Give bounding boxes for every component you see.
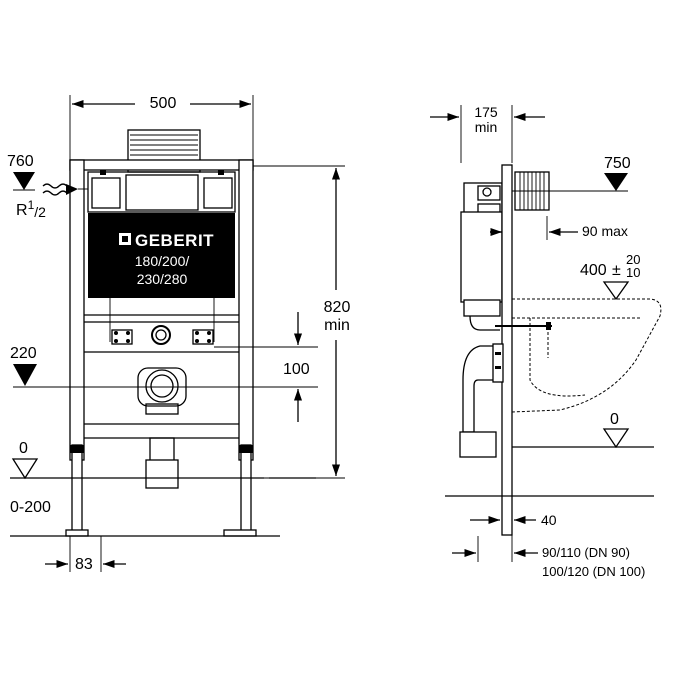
tolerance-minus: 10 <box>626 265 640 280</box>
right-leg <box>240 444 252 532</box>
width-label: 500 <box>150 95 177 112</box>
right-bracket <box>192 329 214 345</box>
brand-logo-text: GEBERIT <box>135 231 214 250</box>
front-view: 500 GEBERIT 180/200/ 23 <box>7 95 350 573</box>
inlet-height-label: 760 <box>7 153 34 170</box>
toilet-bowl-outline <box>511 298 662 413</box>
inlet-coil <box>514 171 550 211</box>
floor-level-label: 0 <box>19 440 28 457</box>
height-min-label: min <box>324 317 350 334</box>
frame-depth-label: 40 <box>541 512 557 528</box>
depth-label: 175 <box>474 104 498 120</box>
left-leg <box>71 444 83 532</box>
frame-top-bar <box>69 159 254 171</box>
frame-right-post <box>238 159 254 461</box>
cistern-side <box>460 182 503 331</box>
cistern-sizes-line-2: 230/280 <box>137 271 188 287</box>
outlet-height-label: 220 <box>10 345 37 362</box>
bowl-height-label: 400 <box>580 262 607 279</box>
leg-adjust-label: 0-200 <box>10 499 51 516</box>
height-label: 820 <box>324 299 351 316</box>
depth-min-label: min <box>475 119 498 135</box>
drain-pipe-side <box>459 343 504 458</box>
max-depth-label: 90 max <box>582 223 628 239</box>
side-view: 175 min 750 <box>430 104 662 579</box>
side-floor-level-label: 0 <box>610 411 619 428</box>
width-dimension: 500 <box>69 95 254 160</box>
rod-spacing-label: 100 <box>283 361 310 378</box>
left-bracket <box>111 329 133 345</box>
cistern-top-box <box>87 171 236 213</box>
pipe-size-2: 100/120 (DN 100) <box>542 564 645 579</box>
foot-width-label: 83 <box>75 556 93 573</box>
frame-left-post <box>69 159 85 461</box>
tolerance-sign: ± <box>612 262 621 279</box>
inlet-fitting-label: R1/2 <box>16 198 46 220</box>
pipe-size-1: 90/110 (DN 90) <box>542 545 630 560</box>
cistern-body <box>88 213 235 298</box>
cistern-top-label: 750 <box>604 155 631 172</box>
tolerance-plus: 20 <box>626 252 640 267</box>
drain-outlet <box>137 367 187 415</box>
cistern-sizes-line-1: 180/200/ <box>135 253 190 269</box>
